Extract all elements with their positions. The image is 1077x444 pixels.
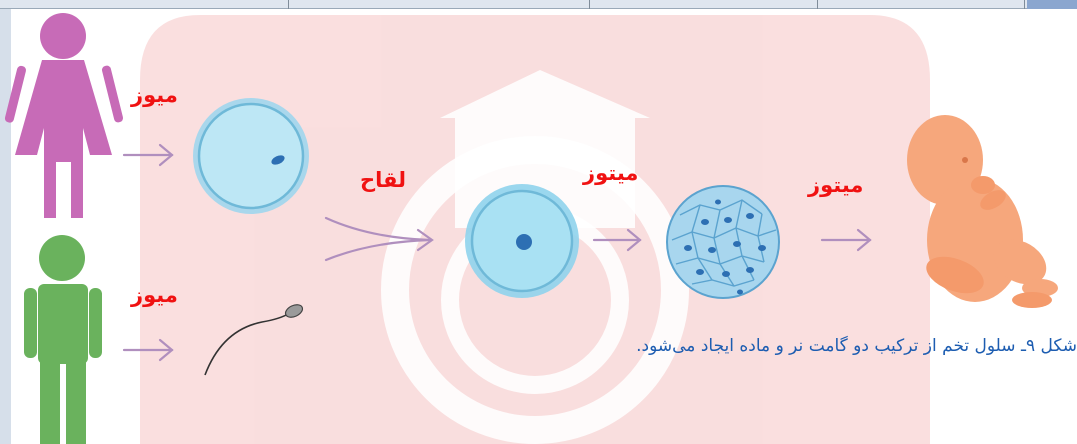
arrows <box>122 143 872 362</box>
label-meiosis-female: میوز <box>131 83 178 107</box>
table-divider <box>1024 0 1025 9</box>
arrow-fertilization <box>324 216 434 262</box>
label-meiosis-male: میوز <box>131 283 178 307</box>
egg-cell-icon <box>193 98 309 214</box>
left-margin-strip <box>0 9 11 444</box>
label-fertilization: لقاح <box>360 168 407 192</box>
label-mitosis-2: میتوز <box>808 173 864 197</box>
female-figure-icon <box>4 13 124 218</box>
arrow-zygote-to-morula <box>592 228 642 252</box>
figure-caption: شکل ۹ـ سلول تخم از ترکیب دو گامت نر و ما… <box>636 336 1077 356</box>
arrow-morula-to-fetus <box>820 228 872 252</box>
table-highlight-cell <box>1027 0 1077 9</box>
label-mitosis-1: میتوز <box>583 161 639 185</box>
sperm-cell-icon <box>204 304 304 376</box>
morula-icon <box>666 185 780 299</box>
male-figure-icon <box>24 235 102 444</box>
arrow-female-to-egg <box>122 143 174 167</box>
fetus-icon <box>907 115 1058 308</box>
arrow-male-to-sperm <box>122 338 174 362</box>
table-divider <box>589 0 590 9</box>
zygote-icon <box>465 184 579 298</box>
table-divider <box>817 0 818 9</box>
top-table-edge <box>0 0 1077 9</box>
table-divider <box>288 0 289 9</box>
